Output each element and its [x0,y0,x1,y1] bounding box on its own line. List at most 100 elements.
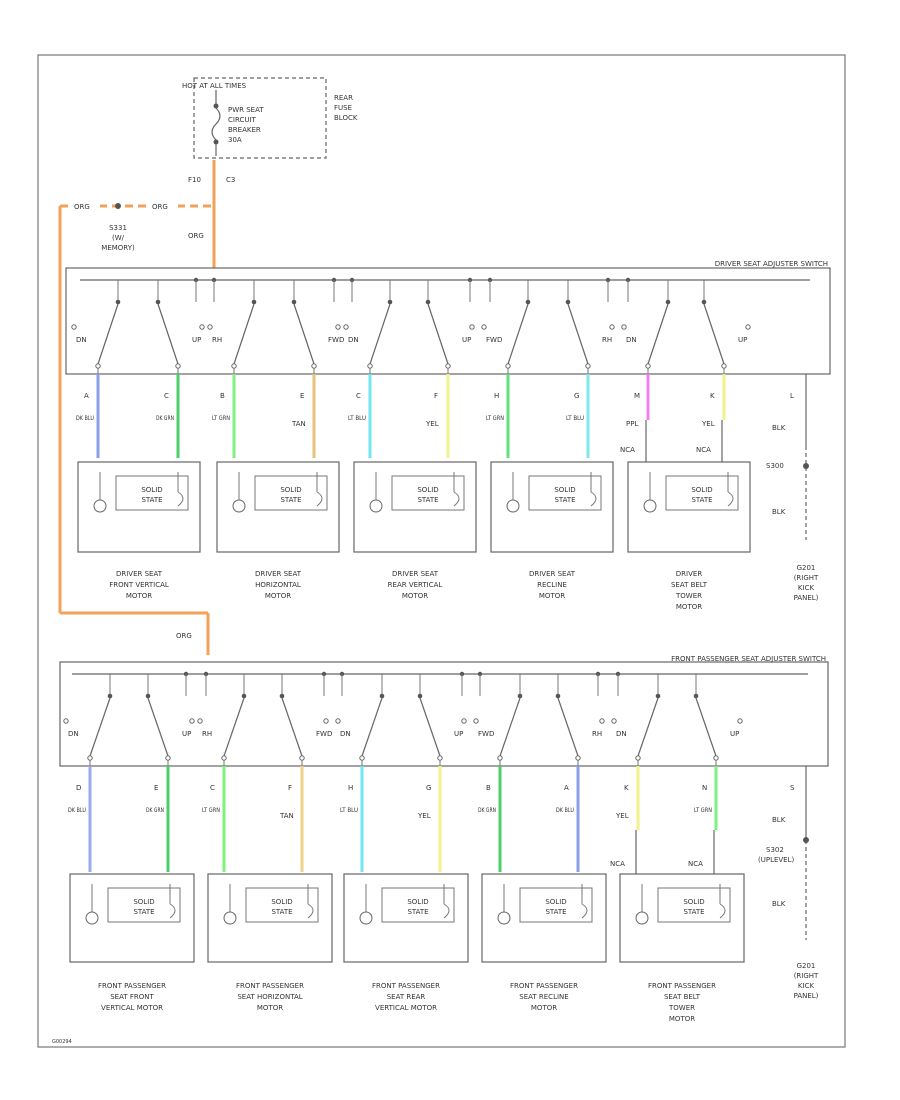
driver-wire-pin-5: C [356,392,361,400]
passenger-motor-caption-3-2: SEAT REAR [387,993,426,1001]
driver-switch-contact-2: UP [155,280,205,374]
passenger-switch-label-8: RH [592,730,602,738]
driver-wire-pin-6: F [434,392,438,400]
passenger-ground-pin: S [790,784,795,792]
passenger-motor-caption-1-2: SEAT FRONT [110,993,154,1001]
driver-nca-label-1: NCA [620,446,635,454]
driver-switch-post-2 [155,299,161,305]
passenger-switch-contact-1: DN [63,674,113,766]
passenger-ground-g3: KICK [798,982,815,990]
passenger-state-label-3: STATE [407,908,428,916]
passenger-switch-post-4 [279,693,285,699]
driver-switch-post-4 [291,299,297,305]
driver-motor-caption-3-2: REAR VERTICAL [388,581,443,589]
driver-switch-contact-10: UP [701,280,751,374]
driver-motor-caption-5-1: DRIVER [676,570,703,578]
driver-motor-caption-5-2: SEAT BELT [671,581,708,589]
passenger-switch-post-9 [655,693,661,699]
passenger-wire-color-3: LT GRN [202,806,220,814]
driver-wire-color-5: LT BLU [348,414,366,422]
driver-solid-state-box-3 [391,475,465,511]
passenger-motor-caption-1-1: FRONT PASSENGER [98,982,166,990]
passenger-solid-label-3: SOLID [407,898,428,906]
passenger-wire-pin-6: G [426,784,431,792]
passenger-ground-g201: G201 [797,962,816,970]
passenger-wire-pin-2: E [154,784,158,792]
passenger-switch-label-4: FWD [316,730,332,738]
driver-state-label-5: STATE [691,496,712,504]
driver-switch-post-3 [251,299,257,305]
driver-wire-2: CDK GRN [156,374,180,458]
passenger-switch-outline [59,661,829,767]
driver-motor-caption-1-1: DRIVER SEAT [116,570,163,578]
driver-ground-g201: G201 [797,564,816,572]
passenger-motor-caption-5-3: TOWER [668,1004,695,1012]
block-label-2: FUSE [334,104,352,112]
driver-switch-post-9 [665,299,671,305]
driver-wire-5: C LT BLU [348,374,372,458]
driver-motor-box-2 [216,461,340,553]
driver-motor-caption-2-2: HORIZONTAL [255,581,301,589]
passenger-solid-label-4: SOLID [545,898,566,906]
driver-motor-caption-3-3: MOTOR [402,592,428,600]
passenger-ground-circuit: S BLK S302 (UPLEVEL) BLK G201 (RIGHT KIC… [758,766,819,1000]
passenger-motor-box-5 [619,873,745,963]
passenger-switch-label-5: DN [340,730,351,738]
passenger-switch-contact-6: UP [417,674,467,766]
driver-solid-state-box-5 [665,475,739,511]
driver-switch-contact-3: RH [207,280,257,374]
passenger-switch-contact-10: UP [693,674,743,766]
passenger-motor-caption-3-1: FRONT PASSENGER [372,982,440,990]
fuse-block-outline [193,77,327,159]
driver-switch-contact-8: RH [565,280,615,374]
driver-wire-color-1: DK BLU [76,414,94,422]
driver-switch-post-6 [425,299,431,305]
passenger-solid-label-1: SOLID [133,898,154,906]
passenger-wire-8: ADK BLU [556,766,580,872]
passenger-wire-color-8: DK BLU [556,806,574,814]
driver-switch-contact-1: DN [71,280,121,374]
driver-motor-caption-4-3: MOTOR [539,592,565,600]
passenger-motor-caption-2-2: SEAT HORIZONTAL [237,993,302,1001]
passenger-motor-box-4 [481,873,607,963]
passenger-switch-post-10 [693,693,699,699]
driver-wire-color-4: TAN [291,420,306,428]
passenger-switch-label-2: UP [182,730,191,738]
driver-wire-pin-2: C [164,392,169,400]
driver-switch-label-4: FWD [328,336,344,344]
driver-wire-color-9: PPL [626,420,638,428]
driver-motor-box-4 [490,461,614,553]
passenger-solid-state-box-4 [519,887,593,923]
passenger-solid-label-5: SOLID [683,898,704,906]
passenger-wire-5: HLT BLU [340,766,364,872]
passenger-wire-pin-5: H [348,784,353,792]
block-label-3: BLOCK [334,114,358,122]
driver-motor-box-1 [77,461,201,553]
driver-ground-g4: PANEL) [794,594,819,602]
driver-ground-pin: L [790,392,794,400]
passenger-switch-post-3 [241,693,247,699]
passenger-state-label-1: STATE [133,908,154,916]
passenger-switch-label-3: RH [202,730,212,738]
passenger-wire-3: CLT GRN [202,766,226,872]
driver-solid-label-1: SOLID [141,486,162,494]
driver-motor-caption-1-3: MOTOR [126,592,152,600]
driver-ground-g3: KICK [798,584,815,592]
breaker-label-2: CIRCUIT [228,116,257,124]
splice-memory-label-2: MEMORY) [101,244,135,252]
driver-switch-label-2: UP [192,336,201,344]
driver-switch-label-8: RH [602,336,612,344]
passenger-switch-title: FRONT PASSENGER SEAT ADJUSTER SWITCH [671,655,826,663]
passenger-wire-10: NLT GRN [694,766,718,830]
passenger-ground-uplevel: (UPLEVEL) [758,856,795,864]
passenger-solid-label-2: SOLID [271,898,292,906]
driver-motor-caption-1-2: FRONT VERTICAL [109,581,169,589]
